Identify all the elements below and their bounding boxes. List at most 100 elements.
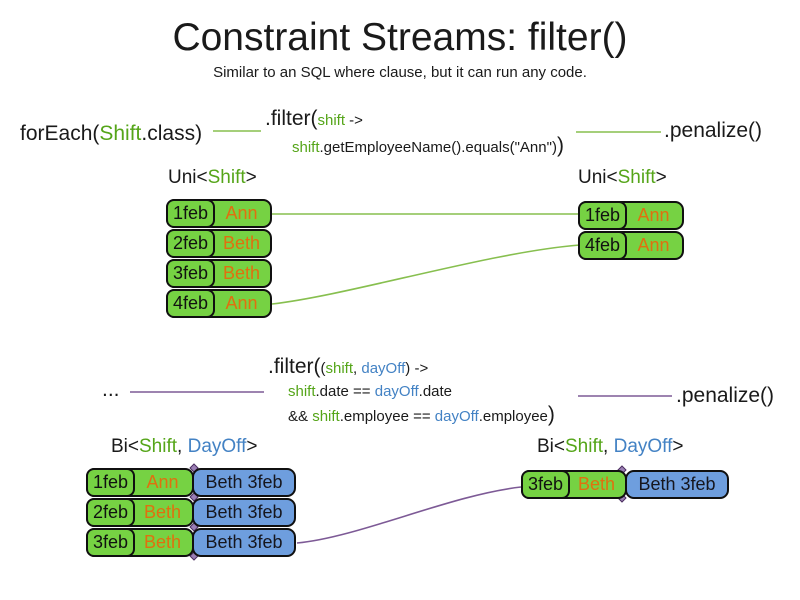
date-cell: 1feb [166,199,216,228]
table-row: 1feb Ann [166,199,272,228]
type-token-dayoff: DayOff [613,436,673,457]
code-token: -> [345,112,363,129]
type-label-bi-right: Bi<Shift, DayOff> [537,436,683,458]
code-foreach: forEach(Shift.class) [20,122,202,146]
code-token: .employee [478,408,548,425]
shift-pill: 3feb Beth [521,470,627,499]
date-cell: 4feb [166,289,216,318]
code-token: ) [547,403,555,426]
table-row: 4feb Ann [166,289,272,318]
code-penalize-1: .penalize() [664,119,763,142]
employee-cell: Ann [637,205,670,225]
code-token-shift-param: shift [292,139,320,156]
code-filter-2-line1: .filter((shift, dayOff) -> [268,355,555,380]
type-token: Bi< [111,436,139,457]
code-token: .getEmployeeName().equals("Ann") [319,139,557,156]
code-token-dayoff-param: dayOff [434,408,479,425]
code-token-shift-param: shift [317,112,346,129]
table-row: 4feb Ann [578,231,684,260]
code-token: .date [418,383,453,400]
code-token: .employee == [339,408,435,425]
date-cell: 1feb [86,468,136,497]
code-filter-2-line2: shift.date == dayOff.date [288,380,555,403]
type-label-uni-left: Uni<Shift> [168,167,257,189]
dayoff-pill: Beth 3feb [192,528,296,557]
code-source-ellipsis: ... [102,378,120,401]
date-cell: 3feb [521,470,571,499]
employee-cell: Beth [144,532,182,552]
type-token: Uni< [578,167,618,188]
shift-pill: 2feb Beth [86,498,194,527]
type-token-shift: Shift [207,167,246,188]
type-token: > [245,167,257,188]
employee-cell: Beth [223,233,261,253]
date-cell: 4feb [578,231,628,260]
code-token-dayoff-param: dayOff [361,360,406,377]
employee-cell: Ann [146,472,179,492]
employee-cell: Beth [144,502,182,522]
slide-subtitle: Similar to an SQL where clause, but it c… [213,64,587,81]
type-label-bi-left: Bi<Shift, DayOff> [111,436,257,458]
code-filter-1: .filter(shift -> shift.getEmployeeName()… [265,106,564,160]
code-token: -> [410,360,429,377]
dayoff-pill: Beth 3feb [192,468,296,497]
code-filter-2-line3: && shift.employee == dayOff.employee) [288,403,555,428]
date-cell: 2feb [166,229,216,258]
slide-title: Constraint Streams: filter() [172,16,628,59]
type-token: , [603,436,614,457]
connector-4feb-ann [271,244,581,305]
code-token: forEach( [20,122,100,145]
employee-cell: Ann [637,235,670,255]
shift-pill: 1feb Ann [86,468,194,497]
type-token: Bi< [537,436,565,457]
type-label-uni-right: Uni<Shift> [578,167,667,189]
table-row: 2feb Beth Beth 3feb [86,498,296,527]
connector-bi-3feb [296,486,522,544]
type-token: , [177,436,188,457]
code-token: ) [405,360,411,377]
code-filter-1-line2: shift.getEmployeeName().equals("Ann")) [292,133,564,160]
code-token-dayoff-param: dayOff [374,383,419,400]
table-row: 3feb Beth Beth 3feb [86,528,296,557]
code-token: , [353,360,362,377]
shift-pill: 2feb Beth [166,229,272,258]
date-cell: 3feb [86,528,136,557]
code-token: .date == [315,383,375,400]
code-filter-2: .filter((shift, dayOff) -> shift.date ==… [268,355,555,428]
code-token: .filter( [268,355,321,378]
shift-pill: 3feb Beth [86,528,194,557]
code-token: && [288,408,313,425]
code-filter-1-line1: .filter(shift -> [265,106,564,133]
employee-cell: Ann [225,293,258,313]
code-token: ) [556,134,564,157]
type-token: > [246,436,258,457]
code-token: .class) [141,122,203,145]
shift-pill: 4feb Ann [166,289,272,318]
type-token-shift: Shift [565,436,604,457]
type-token: Uni< [168,167,208,188]
employee-cell: Beth [578,474,616,494]
code-penalize-2: .penalize() [676,384,775,407]
employee-cell: Ann [225,203,258,223]
date-cell: 3feb [166,259,216,288]
date-cell: 2feb [86,498,136,527]
table-row: 1feb Ann Beth 3feb [86,468,296,497]
code-token: ( [320,360,326,377]
code-token-shift-param: shift [312,408,340,425]
type-token-shift: Shift [139,436,178,457]
code-token-shift-param: shift [325,360,354,377]
table-row: 2feb Beth [166,229,272,258]
code-token: .filter( [265,107,318,130]
dayoff-pill: Beth 3feb [192,498,296,527]
type-token: > [655,167,667,188]
